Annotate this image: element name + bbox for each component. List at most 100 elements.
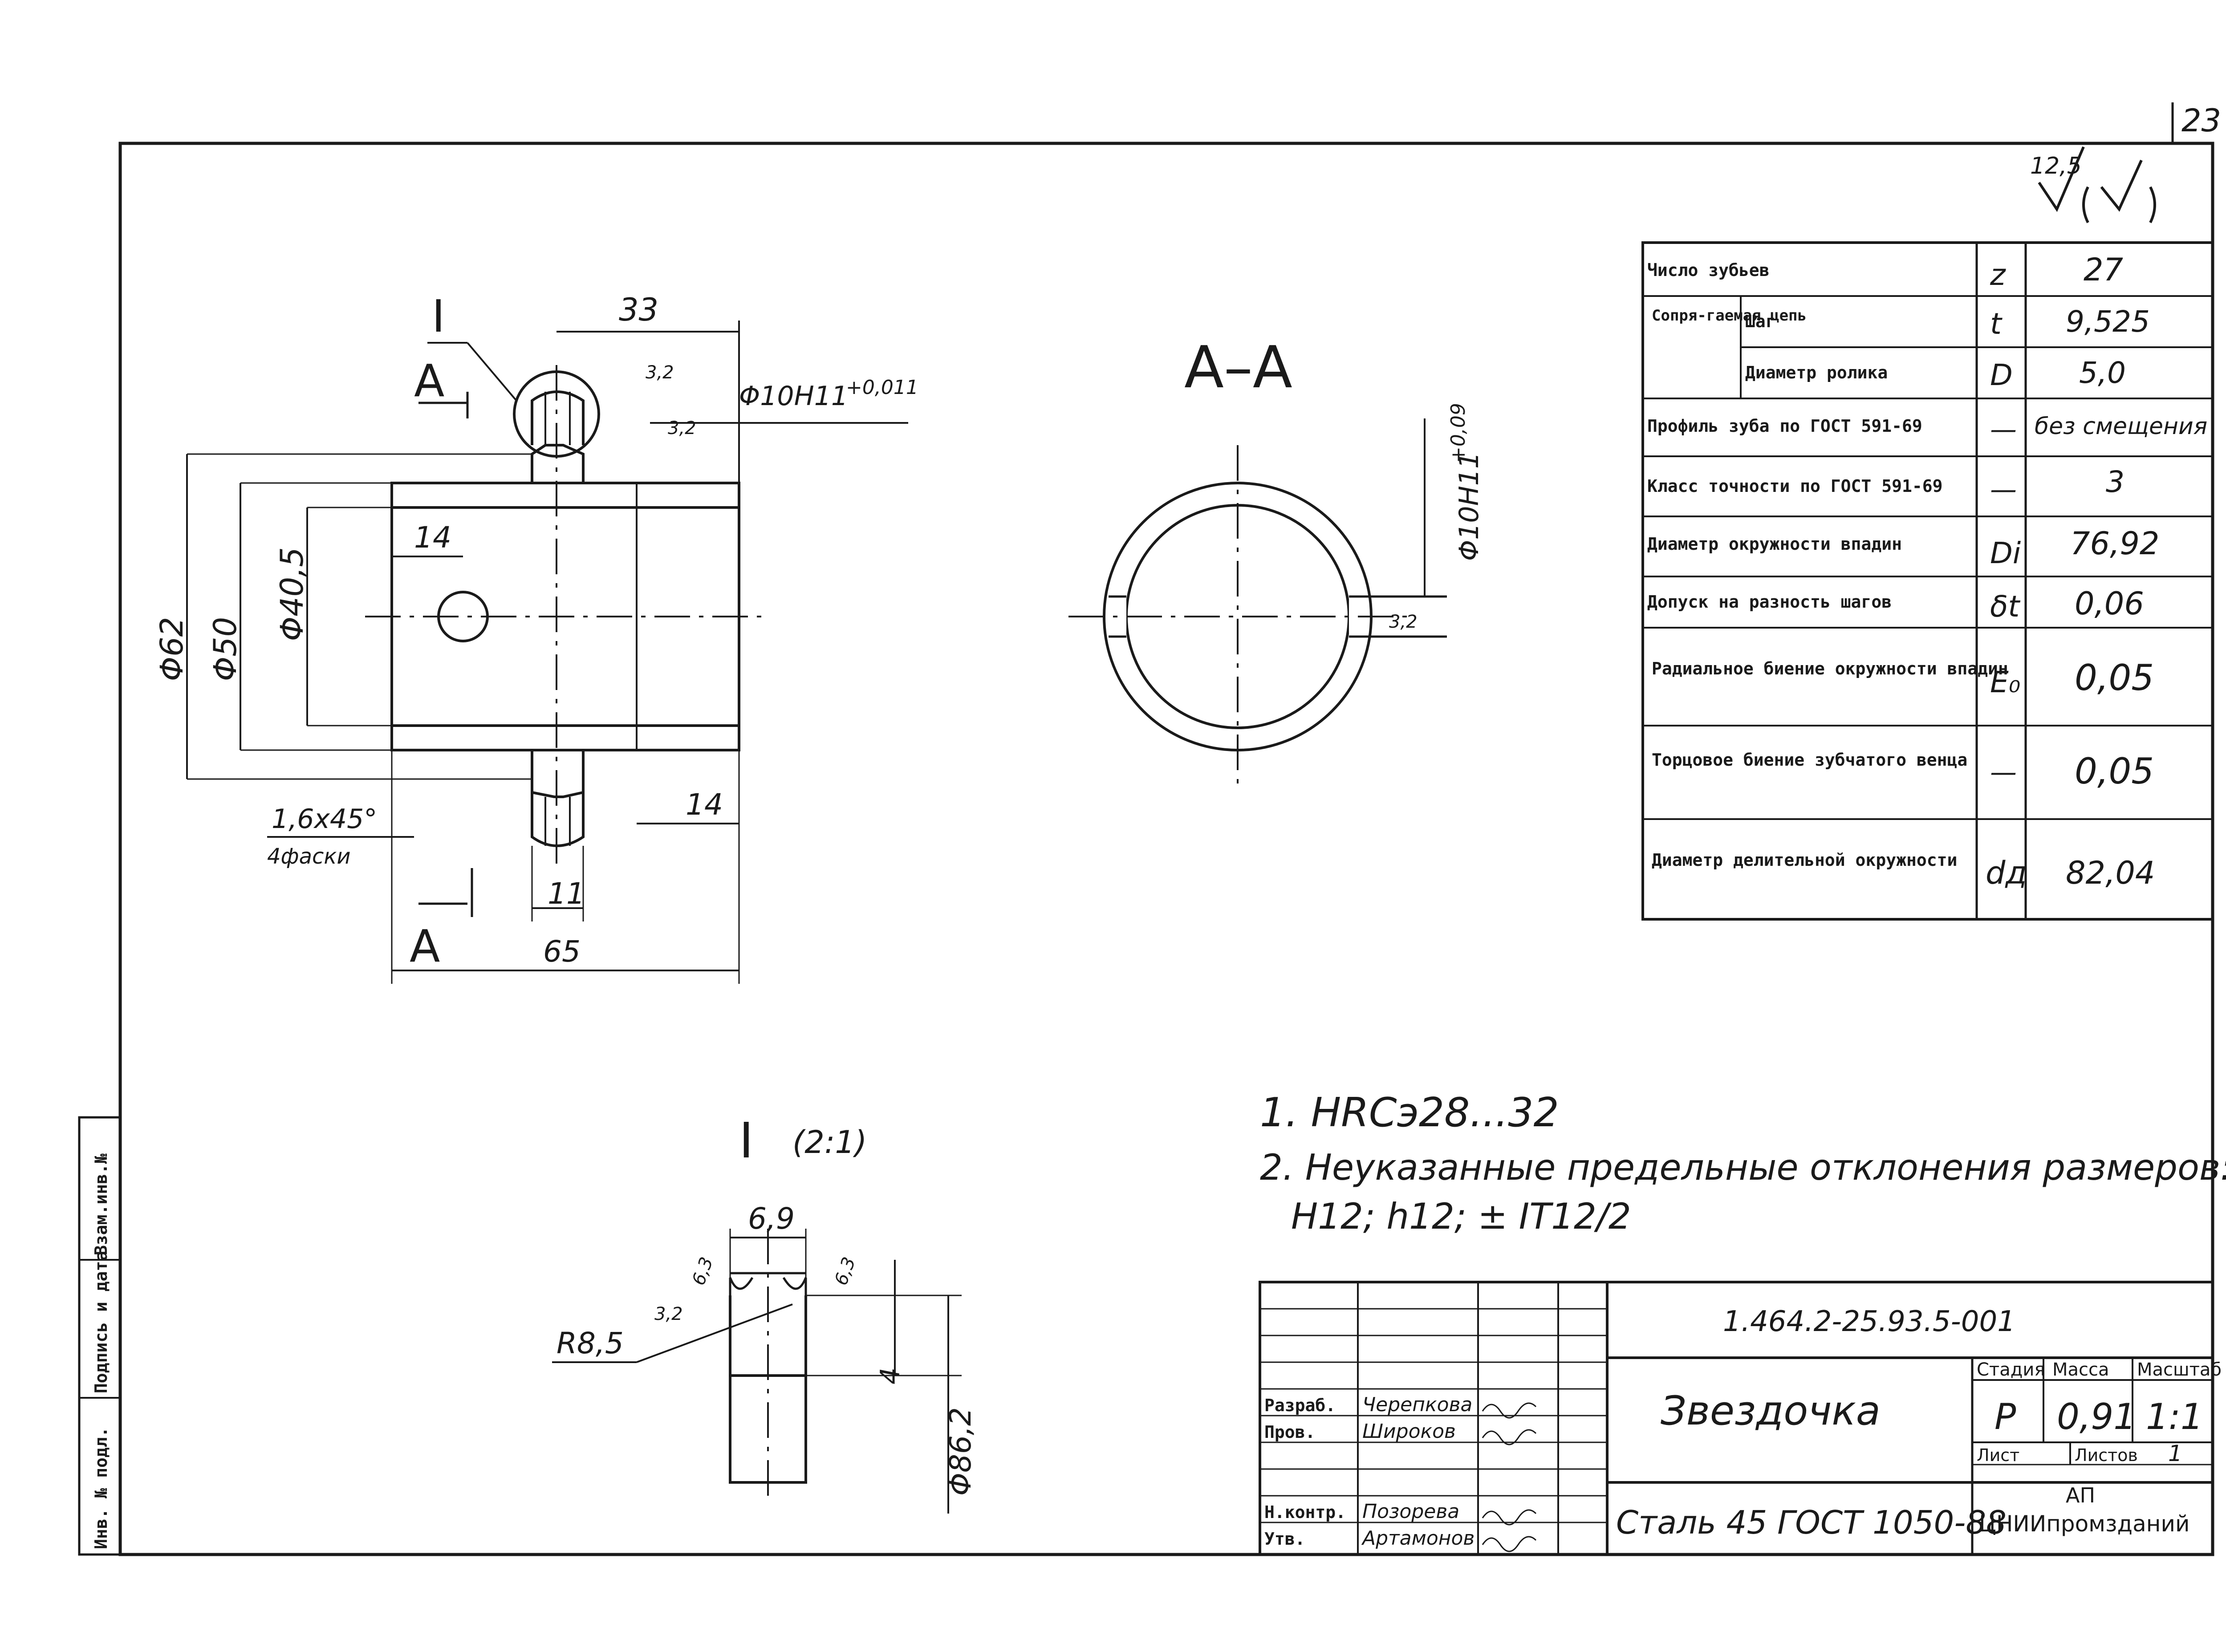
note-1: 1. HRCэ28...32 [1260, 1089, 1559, 1136]
stage-label: Стадия [1977, 1360, 2045, 1380]
name-3: Артамонов [1361, 1527, 1475, 1550]
row-7-label: Радиальное биение окружности впадин [1652, 659, 2008, 678]
side-strip [78, 1116, 122, 1556]
row-2-label: Диаметр ролика [1745, 363, 1888, 382]
row-2-symbol: D [1990, 358, 2013, 392]
dim-d50: Φ50 [207, 617, 244, 681]
group-label: Сопря-гаемая цепь [1652, 307, 1807, 325]
name-0: Черепкова [1362, 1393, 1472, 1416]
row-4-symbol: — [1990, 474, 2017, 505]
row-9-value: 82,04 [2066, 855, 2155, 891]
doc-code: 1.464.2-25.93.5-001 [1723, 1305, 2015, 1338]
dim-d40: Φ40,5 [274, 547, 310, 641]
section-hole: Φ10H11 [1454, 452, 1485, 561]
detail-rough-1: 6,3 [688, 1254, 717, 1288]
row-7-symbol: E₀ [1990, 665, 2020, 699]
sheet-label: Лист [1977, 1445, 2019, 1465]
detail-height: 4 [875, 1368, 906, 1384]
dim-chamfer: 1,6x45° [272, 804, 377, 835]
dim-top-width: 33 [619, 292, 658, 328]
row-0-value: 27 [2084, 252, 2123, 288]
section-hole-tol: +0,09 [1447, 403, 1470, 463]
name-2: Позорева [1362, 1500, 1459, 1523]
row-4-label: Класс точности по ГОСТ 591-69 [1647, 476, 1942, 496]
row-6-symbol: δt [1990, 589, 2020, 624]
sheets-value: 1 [2168, 1441, 2182, 1466]
row-2-value: 5,0 [2079, 356, 2126, 390]
signature-1 [1482, 1429, 1537, 1445]
dim-hole: Φ10H11 [739, 381, 848, 412]
row-6-label: Допуск на разность шагов [1647, 592, 1892, 612]
note-2: 2. Неуказанные предельные отклонения раз… [1260, 1147, 2226, 1188]
role-0: Разраб. [1264, 1396, 1336, 1415]
row-9-label: Диаметр делительной окружности [1652, 850, 1957, 870]
row-1-symbol: t [1990, 307, 2003, 341]
row-6-value: 0,06 [2075, 585, 2144, 622]
row-5-value: 76,92 [2070, 525, 2159, 562]
material: Сталь 45 ГОСТ 1050-88 [1616, 1504, 2007, 1541]
row-5-label: Диаметр окружности впадин [1647, 534, 1902, 554]
stage-value: Р [1994, 1396, 2016, 1437]
org-2: ЦНИИпромзданий [1979, 1511, 2189, 1537]
section-title: А–А [1184, 333, 1292, 401]
row-1-value: 9,525 [2066, 304, 2150, 339]
dim-hub-width: 11 [548, 877, 585, 911]
side-strip-vzam: Взам.инв.№ [91, 1153, 111, 1255]
row-8-value: 0,05 [2075, 751, 2154, 792]
title-block: 1.464.2-25.93.5-001 Звездочка Сталь 45 Г… [1259, 1281, 2222, 1556]
dim-length: 65 [543, 934, 581, 969]
svg-text:12,5: 12,5 [2030, 153, 2082, 179]
detail-rough-3: 3,2 [654, 1304, 683, 1324]
row-3-value: без смещения [2035, 413, 2207, 440]
dim-hole-tol: +0,011 [846, 376, 918, 399]
dim-d62: Φ62 [154, 617, 190, 681]
row-3-label: Профиль зуба по ГОСТ 591-69 [1647, 416, 1922, 436]
signature-3 [1482, 1536, 1537, 1552]
part-name: Звездочка [1661, 1388, 1881, 1434]
mass-label: Масса [2052, 1360, 2109, 1380]
detail-width: 6,9 [748, 1201, 795, 1236]
detail-circle [513, 370, 600, 458]
org-1: АП [2066, 1483, 2095, 1507]
section-mark-bottom: А [410, 920, 440, 972]
detail-mark: I [432, 290, 445, 342]
signature-2 [1482, 1509, 1537, 1526]
dim-right-offset: 14 [686, 787, 723, 822]
row-0-label: Число зубьев [1647, 260, 1770, 280]
scale-label: Масштаб [2137, 1360, 2222, 1380]
hub-wall-top [390, 482, 740, 509]
detail-view: I (2:1) 6,9 6,3 6,3 3,2 R8,5 4 Φ86,2 [552, 1112, 978, 1514]
sheets-label: Листов [2075, 1445, 2138, 1465]
signature-0 [1482, 1402, 1537, 1419]
section-view: А–А Φ10H11 +0,09 3,2 [1068, 333, 1485, 783]
role-3: Утв. [1264, 1529, 1305, 1549]
row-5-symbol: Di [1990, 536, 2021, 570]
hub-wall-bottom [390, 724, 740, 751]
side-strip-inv-podl: Инв. № подл. [91, 1427, 111, 1549]
params-table: Число зубьев z 27 Сопря-гаемая цепь Шаг … [1641, 241, 2214, 921]
detail-rough-2: 6,3 [831, 1254, 860, 1288]
row-4-value: 3 [2106, 465, 2124, 499]
detail-radius: R8,5 [556, 1326, 624, 1360]
row-0-symbol: z [1990, 258, 2006, 292]
detail-diameter: Φ86,2 [943, 1407, 978, 1496]
detail-scale: (2:1) [792, 1124, 867, 1161]
side-strip-podpis: Подпись и дата [91, 1251, 111, 1393]
row-8-label: Торцовое биение зубчатого венца [1652, 750, 1967, 770]
row-3-symbol: — [1990, 414, 2017, 445]
page-number: 23 [2181, 102, 2221, 139]
technical-notes: 1. HRCэ28...32 2. Неуказанные предельные… [1260, 1089, 2226, 1237]
scale-value: 1:1 [2146, 1396, 2203, 1437]
role-2: Н.контр. [1264, 1502, 1346, 1522]
detail-title: I [739, 1112, 753, 1169]
note-2b: H12; h12; ± IT12/2 [1291, 1196, 1631, 1237]
dim-chamfer-note: 4фаски [267, 844, 351, 869]
rough-main-2: 3,2 [668, 418, 696, 438]
row-1-label: Шаг [1745, 312, 1776, 331]
name-1: Широков [1362, 1420, 1456, 1443]
row-8-symbol: — [1990, 757, 2017, 788]
row-9-symbol: dд [1986, 855, 2027, 891]
roughness-general-symbol: 12,5 [2030, 146, 2156, 223]
dim-left-offset: 14 [414, 520, 451, 555]
